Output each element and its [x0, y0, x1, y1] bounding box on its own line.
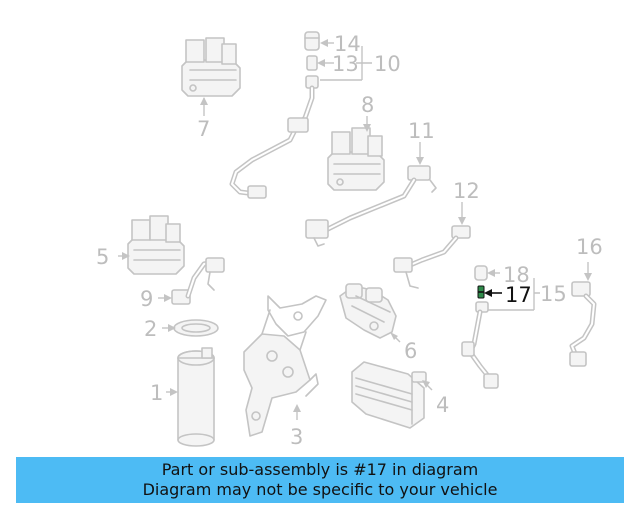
- callout-7: 7: [197, 117, 210, 141]
- part-4-compressor-unit: [351, 361, 427, 429]
- part-9-air-line: [171, 257, 225, 305]
- part-16-air-line: [569, 281, 597, 367]
- part-8-valve-block: [327, 127, 385, 191]
- notice-line-2: Diagram may not be specific to your vehi…: [142, 480, 498, 499]
- callout-5: 5: [96, 245, 109, 269]
- callout-17-highlighted: 17: [505, 283, 532, 307]
- callout-1: 1: [150, 381, 163, 405]
- part-1-air-reservoir: [177, 347, 215, 447]
- callout-15: 15: [540, 282, 567, 306]
- callout-3: 3: [290, 425, 303, 449]
- callout-12: 12: [453, 179, 480, 203]
- info-banner: Part or sub-assembly is #17 in diagram D…: [16, 457, 624, 503]
- part-3-bracket: [243, 295, 327, 437]
- parts-diagram: 7 14 13 10 8: [96, 31, 603, 449]
- callout-4: 4: [436, 393, 449, 417]
- callout-2: 2: [144, 317, 157, 341]
- part-12-air-line: [393, 225, 471, 289]
- part-15-air-line: [461, 301, 499, 389]
- callout-10: 10: [374, 52, 401, 76]
- callout-11: 11: [408, 119, 435, 143]
- part-7-valve-block: [181, 37, 241, 97]
- part-18-cap: [474, 265, 488, 281]
- notice-line-1: Part or sub-assembly is #17 in diagram: [161, 460, 479, 479]
- callout-9: 9: [140, 287, 153, 311]
- part-14-cap: [304, 31, 320, 51]
- part-11-air-line: [305, 165, 437, 247]
- callout-6: 6: [404, 339, 417, 363]
- part-2-ring: [173, 319, 219, 337]
- part-6-compressor: [339, 283, 397, 339]
- callout-16: 16: [576, 235, 603, 259]
- callout-14: 14: [334, 32, 361, 56]
- part-17-valve: [477, 285, 485, 299]
- part-10-air-line: [229, 75, 319, 199]
- callout-8: 8: [361, 93, 374, 117]
- callout-18: 18: [503, 263, 530, 287]
- part-13-valve: [306, 55, 318, 71]
- part-5-valve-block: [127, 215, 185, 275]
- callout-13: 13: [332, 52, 359, 76]
